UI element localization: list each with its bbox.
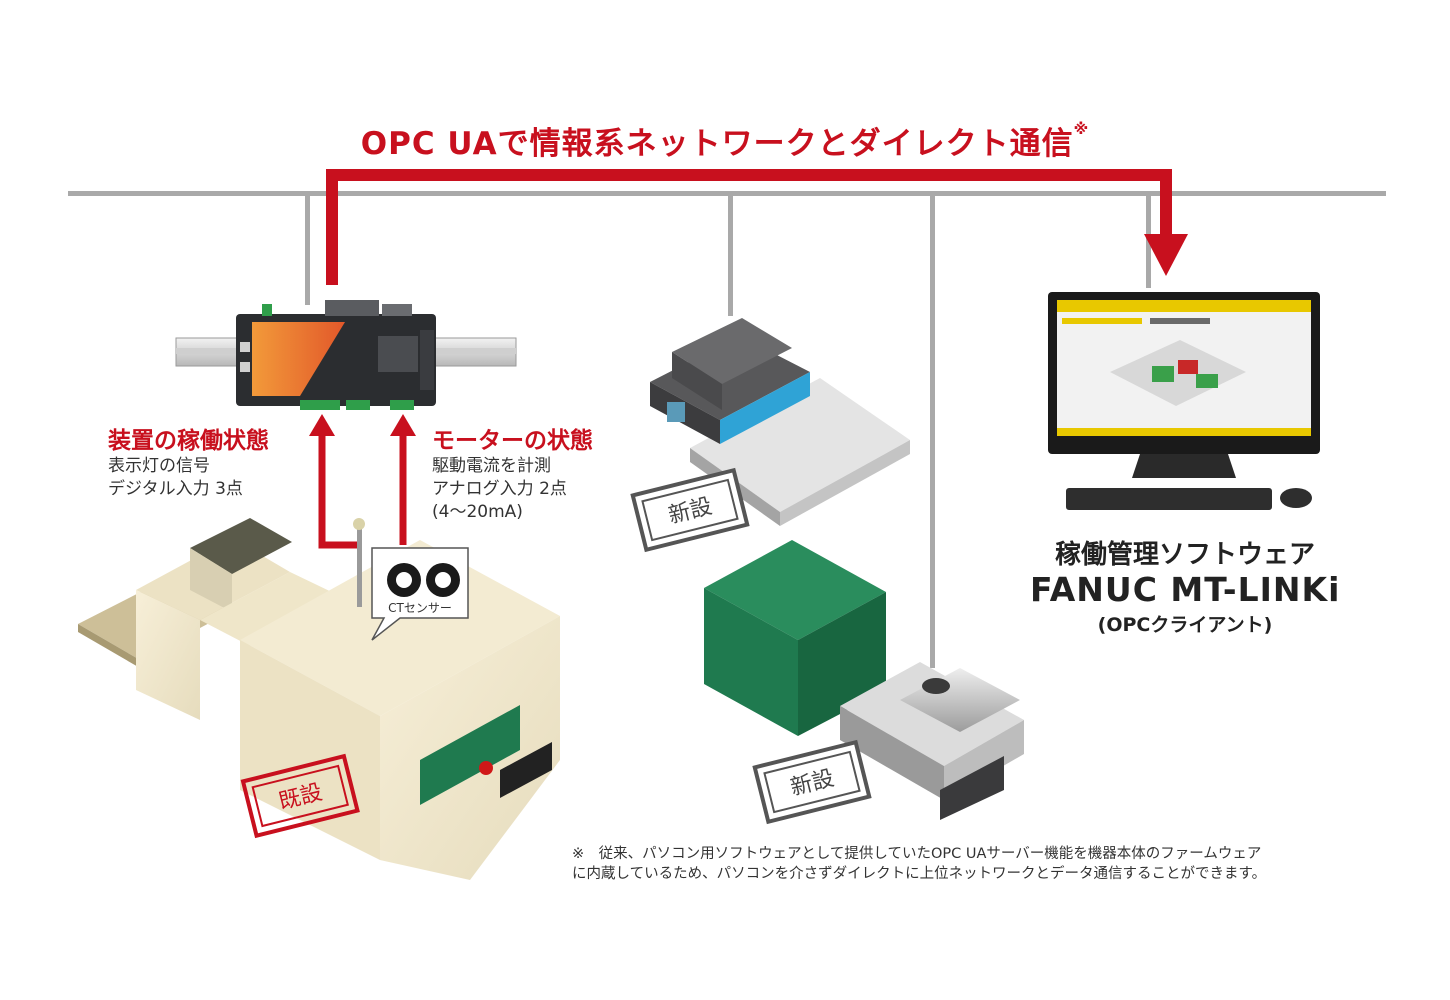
status-signal-arrow	[309, 414, 358, 549]
motor-line2: アナログ入力 2点	[432, 479, 567, 499]
motor-line3: (4〜20mA)	[432, 502, 523, 522]
stamp-new-top: 新設	[630, 467, 750, 553]
footnote-line2: に内蔵しているため、パソコンを介さずダイレクトに上位ネットワークとデータ通信する…	[572, 866, 1267, 882]
opc-ua-io-device	[175, 300, 517, 410]
stamp-new-bottom: 新設	[752, 739, 872, 825]
injection-molding-machine	[704, 540, 1024, 820]
motor-line1: 駆動電流を計測	[432, 456, 551, 476]
software-name: FANUC MT-LINKi	[1030, 570, 1341, 609]
headline-note-mark: ※	[1073, 120, 1090, 138]
motor-signal-arrow	[390, 414, 416, 545]
ct-sensor-callout: CTセンサー	[371, 547, 469, 641]
pc-monitor	[1048, 292, 1320, 510]
motor-title: モーターの状態	[432, 428, 593, 454]
headline: OPC UAで情報系ネットワークとダイレクト通信※	[0, 118, 1450, 163]
software-role: (OPCクライアント)	[1097, 614, 1273, 636]
status-line1: 表示灯の信号	[108, 456, 210, 476]
opc-ua-direct-arrow	[326, 169, 1188, 285]
status-title: 装置の稼働状態	[108, 428, 269, 454]
footnote: ※ 従来、パソコン用ソフトウェアとして提供していたOPC UAサーバー機能を機器…	[572, 844, 1266, 884]
existing-equipment	[78, 518, 560, 880]
footnote-line1: ※ 従来、パソコン用ソフトウェアとして提供していたOPC UAサーバー機能を機器…	[572, 846, 1262, 862]
headline-text: OPC UAで情報系ネットワークとダイレクト通信	[360, 126, 1074, 162]
status-line2: デジタル入力 3点	[108, 479, 243, 499]
ct-sensor-label: CTセンサー	[388, 601, 452, 615]
software-title: 稼働管理ソフトウェア	[1054, 540, 1315, 570]
